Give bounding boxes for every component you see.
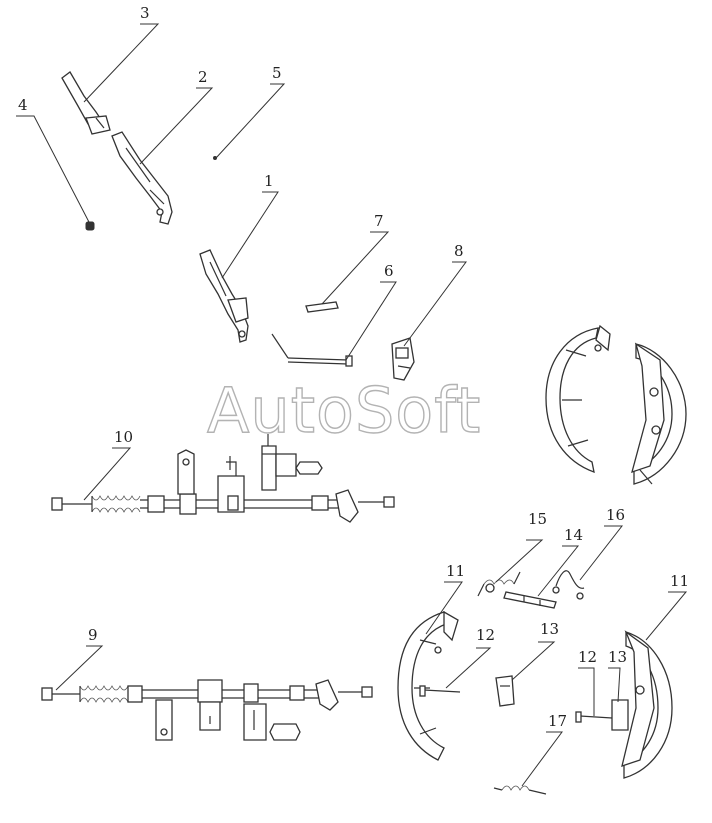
callout-17: 17	[548, 712, 568, 730]
part-14-adjuster	[503, 591, 557, 609]
callout-5: 5	[272, 64, 282, 82]
leader-lines	[16, 23, 688, 787]
part-3-lever	[61, 71, 111, 135]
callout-4: 4	[18, 96, 28, 114]
callout-11-left: 11	[446, 562, 466, 580]
callout-10: 10	[114, 428, 134, 446]
part-16-spring	[552, 570, 585, 600]
part-12-pin-left	[419, 685, 461, 697]
autosoft-watermark: AutoSoft	[206, 374, 482, 447]
part-1-lever	[199, 249, 249, 343]
part-4-nut	[85, 221, 95, 231]
part-17-spring	[493, 785, 547, 795]
callout-12-right: 12	[578, 648, 598, 666]
callout-2: 2	[198, 68, 208, 86]
lower-brake-shoe-right	[611, 630, 673, 779]
part-6-rod	[271, 333, 353, 367]
upper-brake-shoe-right	[631, 342, 687, 485]
callout-1: 1	[264, 172, 274, 190]
part-15-spring	[477, 571, 521, 597]
callout-9: 9	[88, 626, 98, 644]
part-2-lever	[111, 131, 173, 225]
callout-12-left: 12	[476, 626, 496, 644]
callout-3: 3	[140, 4, 150, 22]
part-12-pin-right	[575, 711, 613, 723]
callout-14: 14	[564, 526, 584, 544]
part-7-strip	[305, 301, 339, 313]
part-10-cable	[51, 434, 395, 523]
callout-15: 15	[528, 510, 548, 528]
callout-11-right: 11	[670, 572, 690, 590]
callout-7: 7	[374, 212, 384, 230]
upper-brake-shoe-left	[545, 324, 611, 473]
callout-16: 16	[606, 506, 626, 524]
callout-8: 8	[454, 242, 464, 260]
part-13-retainer-left	[495, 675, 515, 707]
callout-13-right: 13	[608, 648, 628, 666]
lower-brake-shoe-left	[397, 610, 459, 761]
part-8-clip	[391, 337, 415, 381]
callout-13-left: 13	[540, 620, 560, 638]
part-9-cable	[41, 679, 373, 741]
callout-6: 6	[384, 262, 394, 280]
